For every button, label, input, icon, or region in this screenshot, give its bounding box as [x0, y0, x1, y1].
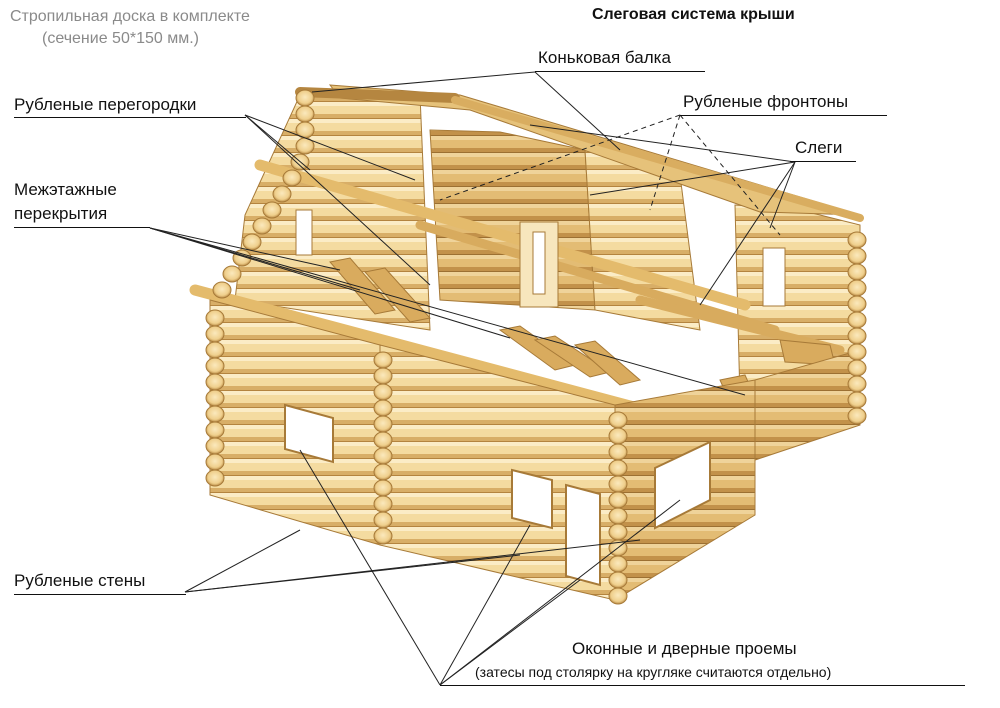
- window-opening-front: [511, 468, 553, 530]
- label-chopped-partitions: Рубленые перегородки: [14, 95, 197, 114]
- label-purlins: Слеги: [795, 138, 843, 157]
- label-floors-line2: перекрытия: [14, 204, 108, 223]
- right-wall: [614, 349, 861, 601]
- underline-chopped-walls: [14, 594, 186, 595]
- label-ridge-beam: Коньковая балка: [538, 48, 671, 67]
- rafter-note-line2: (сечение 50*150 мм.): [42, 30, 199, 47]
- window-opening-right: [654, 440, 711, 530]
- underline-openings: [440, 685, 965, 686]
- door-opening-front: [565, 483, 601, 587]
- gable-window-right: [762, 247, 786, 307]
- label-chopped-gables: Рубленые фронтоны: [683, 92, 849, 111]
- gable-window-middle: [519, 221, 559, 308]
- underline-ridge-beam: [535, 71, 705, 72]
- label-chopped-walls: Рубленые стены: [14, 571, 146, 590]
- underline-floors: [14, 227, 150, 228]
- underline-chopped-partitions: [14, 117, 246, 118]
- leader-lines: [149, 71, 796, 686]
- rafter-note-line1: Стропильная доска в комплекте: [10, 8, 250, 25]
- label-openings-line2: (затесы под столярку на кругляке считают…: [475, 664, 832, 680]
- diagram-title: Слеговая система крыши: [592, 6, 795, 23]
- underline-chopped-gables: [680, 115, 887, 116]
- window-opening-left: [284, 403, 334, 464]
- gable-window-left: [295, 209, 313, 256]
- label-openings-line1: Оконные и дверные проемы: [572, 639, 797, 658]
- label-floors-line1: Межэтажные: [14, 180, 117, 199]
- underline-purlins: [790, 161, 856, 162]
